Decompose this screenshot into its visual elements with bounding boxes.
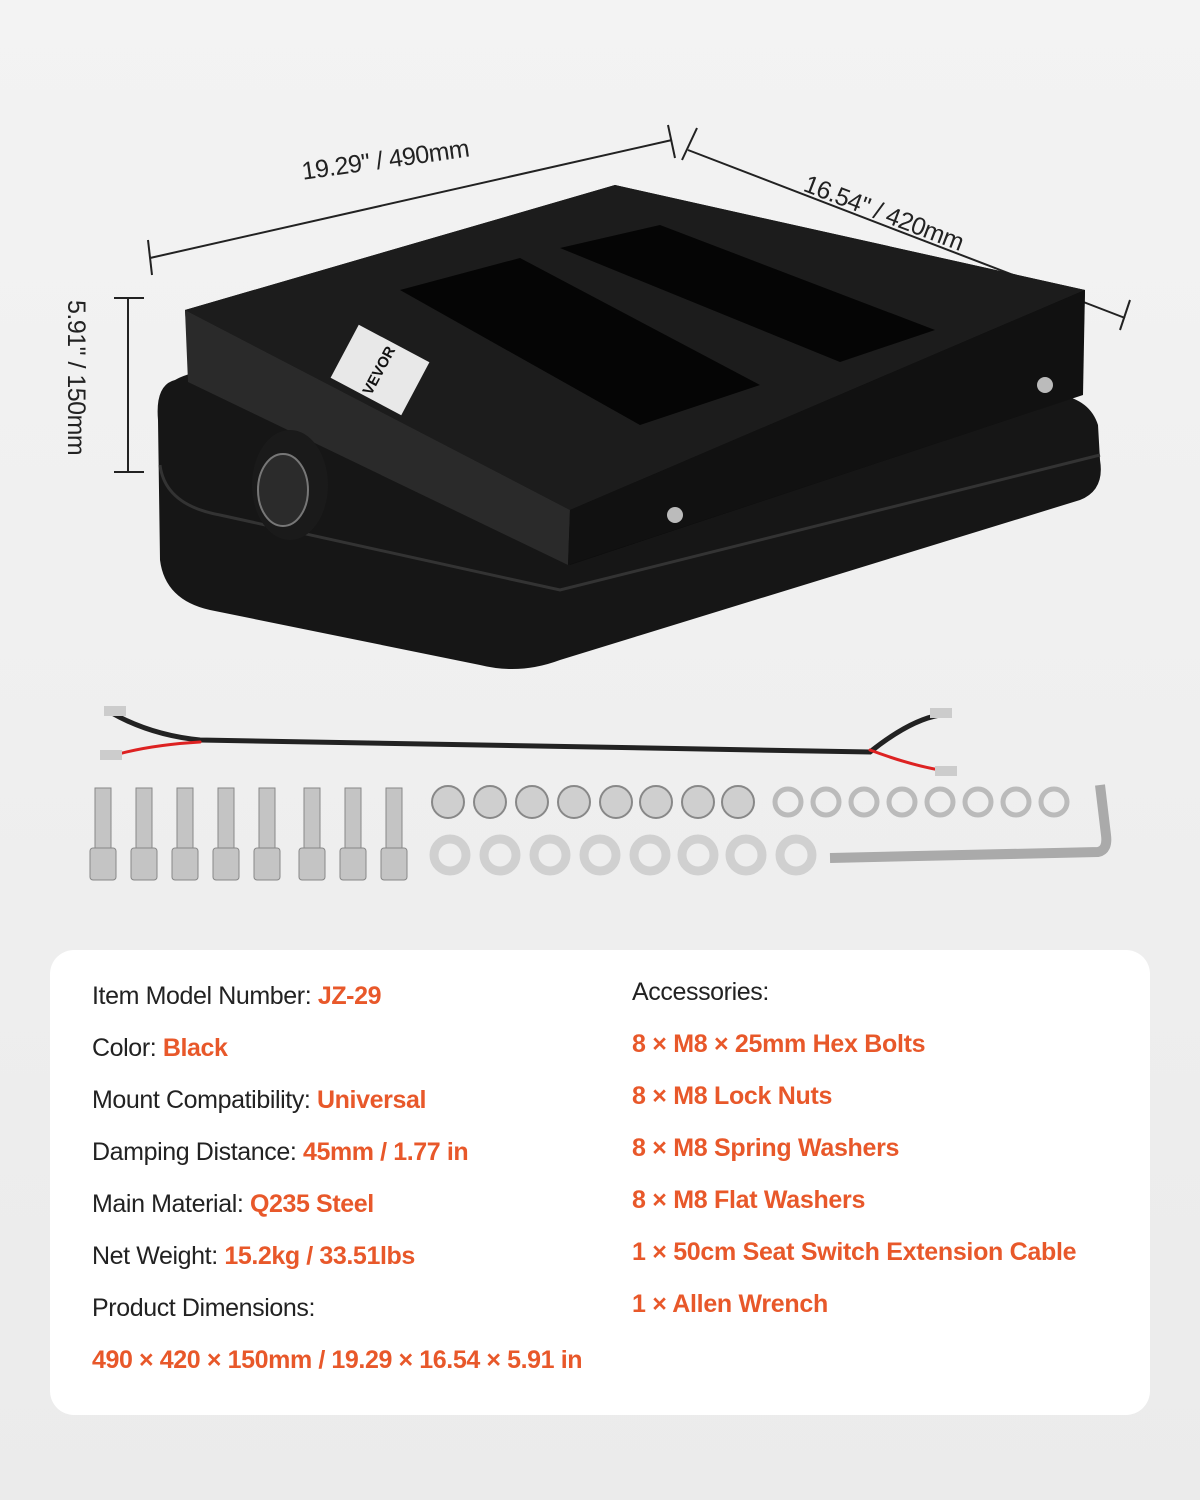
spec-card: Item Model Number: JZ-29 Color: Black Mo… bbox=[50, 950, 1150, 1415]
spec-damping: Damping Distance: 45mm / 1.77 in bbox=[92, 1138, 469, 1167]
spec-value: 15.2kg / 33.51lbs bbox=[224, 1242, 415, 1270]
spec-label: Item Model Number: bbox=[92, 982, 318, 1010]
lock-nuts bbox=[431, 785, 755, 819]
spec-value: Q235 Steel bbox=[249, 1190, 374, 1218]
accessory-item: 8 × M8 Lock Nuts bbox=[632, 1082, 833, 1110]
adjustment-knob-icon bbox=[252, 430, 328, 540]
hex-bolts bbox=[89, 787, 408, 881]
extension-cable bbox=[100, 706, 957, 776]
spec-model: Item Model Number: JZ-29 bbox=[92, 982, 382, 1011]
spec-dimensions-value: 490 × 420 × 150mm / 19.29 × 16.54 × 5.91… bbox=[92, 1346, 583, 1374]
spec-value: JZ-29 bbox=[317, 982, 382, 1010]
spec-weight: Net Weight: 15.2kg / 33.51lbs bbox=[92, 1242, 415, 1271]
height-dimension-label: 5.91" / 150mm bbox=[62, 300, 90, 456]
accessory-item: 1 × Allen Wrench bbox=[632, 1290, 828, 1318]
spec-dimensions-label: Product Dimensions: bbox=[92, 1294, 316, 1322]
accessory-item: 8 × M8 Spring Washers bbox=[632, 1134, 900, 1162]
spec-material: Main Material: Q235 Steel bbox=[92, 1190, 374, 1219]
accessories-title: Accessories: bbox=[632, 978, 769, 1006]
accessory-item: 1 × 50cm Seat Switch Extension Cable bbox=[632, 1238, 1077, 1266]
spec-label: Net Weight: bbox=[92, 1242, 225, 1270]
accessory-item: 8 × M8 × 25mm Hex Bolts bbox=[632, 1030, 926, 1058]
bolt-icon bbox=[1037, 377, 1053, 393]
accessory-item: 8 × M8 Flat Washers bbox=[632, 1186, 866, 1214]
spec-value: 45mm / 1.77 in bbox=[302, 1138, 469, 1166]
spec-color: Color: Black bbox=[92, 1034, 228, 1063]
product-label-sticker bbox=[330, 324, 430, 416]
bolt-icon bbox=[667, 507, 683, 523]
flat-washers bbox=[429, 834, 817, 876]
mounting-plate: VEVOR bbox=[185, 185, 1085, 565]
spring-washers bbox=[772, 786, 1070, 818]
spec-mount: Mount Compatibility: Universal bbox=[92, 1086, 426, 1115]
spec-label: Damping Distance: bbox=[92, 1138, 303, 1166]
spec-value: Universal bbox=[317, 1086, 426, 1114]
spec-label: Color: bbox=[92, 1034, 163, 1062]
allen-wrench-icon bbox=[829, 784, 1112, 863]
spec-value: Black bbox=[162, 1034, 228, 1062]
spec-label: Main Material: bbox=[92, 1190, 250, 1218]
spec-label: Mount Compatibility: bbox=[92, 1086, 318, 1114]
product-illustration: VEVOR bbox=[89, 124, 1131, 881]
